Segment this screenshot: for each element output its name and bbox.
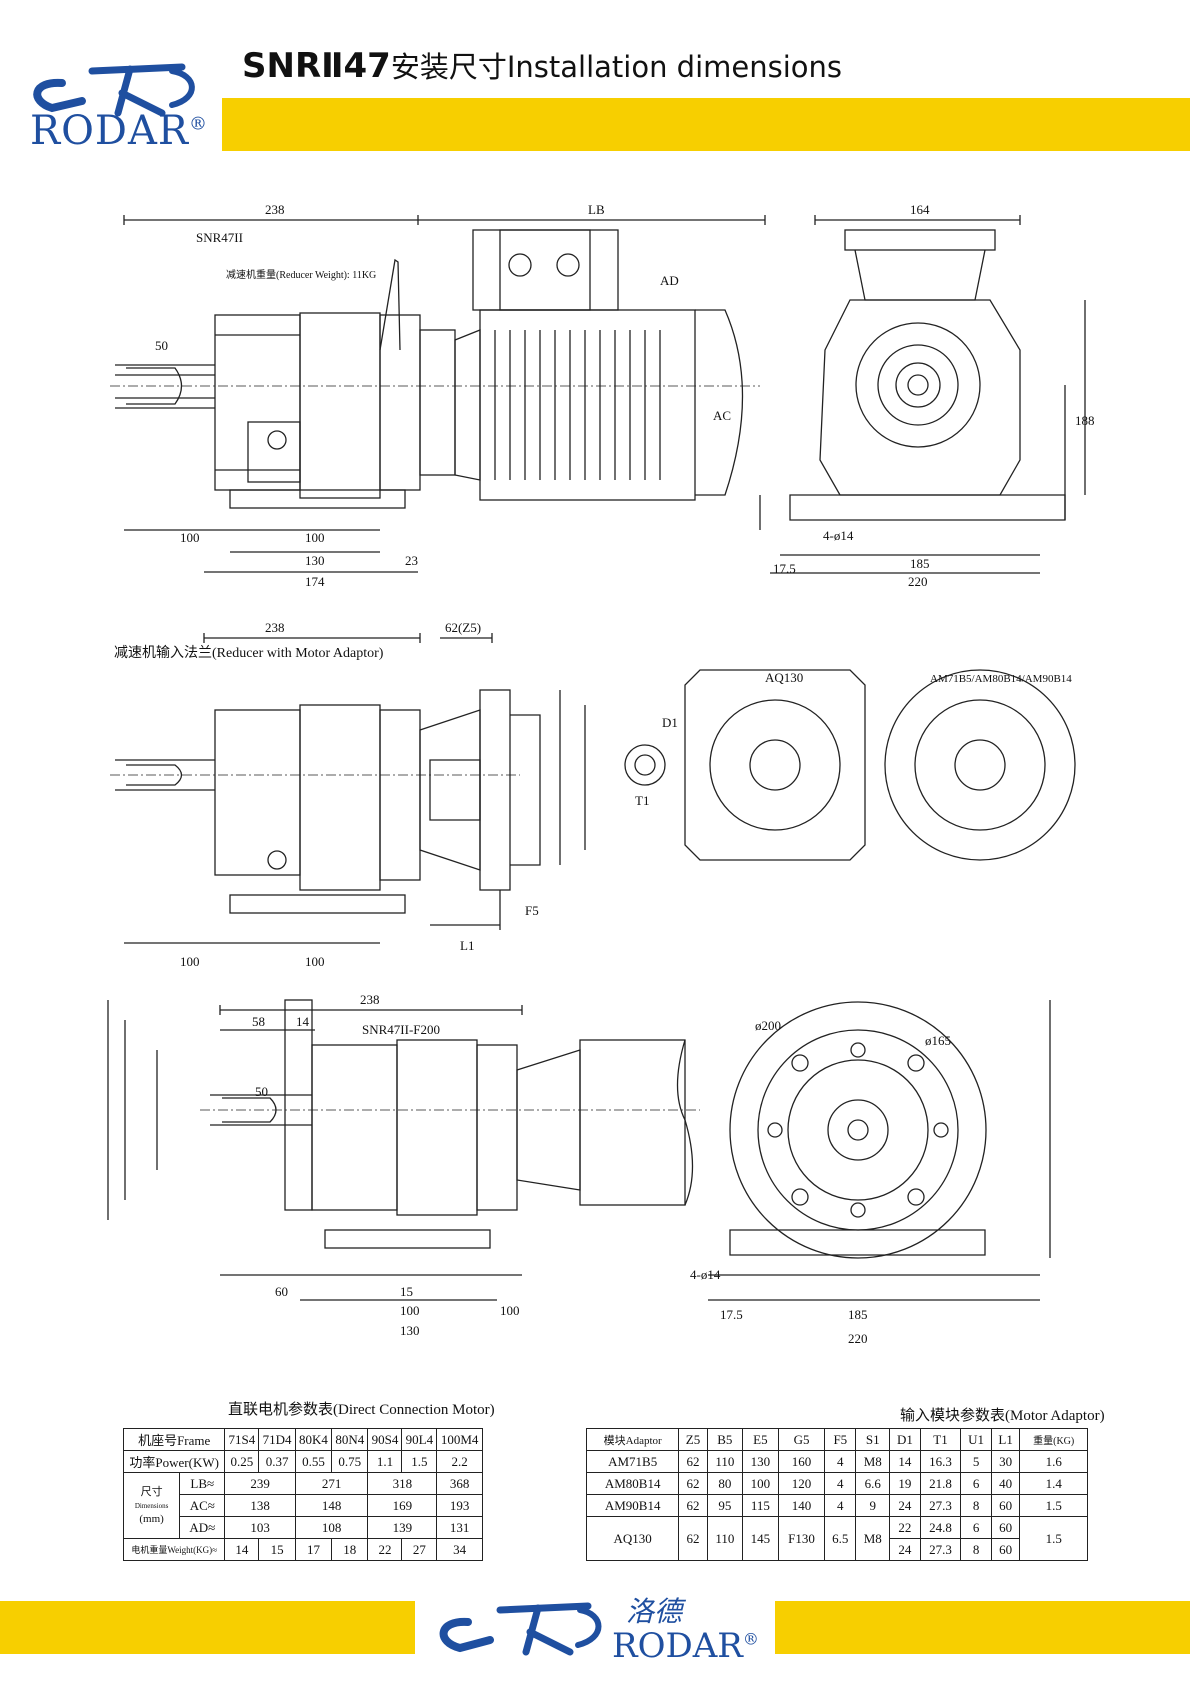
dim3-50: 50 bbox=[255, 1084, 268, 1099]
dim3-23: 100 bbox=[500, 1303, 520, 1318]
rodar-logo-icon bbox=[33, 63, 195, 117]
dim3-185: 185 bbox=[848, 1307, 868, 1322]
dim-100-b: 100 bbox=[305, 530, 325, 545]
footer-brand-wordmark: RODAR® bbox=[612, 1626, 759, 1666]
dim3-ø200: ø200 bbox=[755, 1018, 781, 1033]
table-row: 24 27.3 8 60 bbox=[587, 1538, 1088, 1561]
drawing-motor-adaptor bbox=[110, 633, 1076, 944]
adaptor-aq130-label: AQ130 bbox=[765, 670, 803, 685]
dim2-238: 238 bbox=[265, 620, 285, 635]
adaptor-table-caption: 输入模块参数表(Motor Adaptor) bbox=[900, 1408, 1105, 1424]
dim3-ø165: ø165 bbox=[925, 1033, 951, 1048]
dim-164: 164 bbox=[910, 202, 930, 217]
dim2-100-b: 100 bbox=[305, 954, 325, 969]
dim-17.5: 17.5 bbox=[773, 561, 796, 576]
dim-188: 188 bbox=[1075, 413, 1095, 428]
dim3-100-a: 60 bbox=[275, 1284, 288, 1299]
dim-185: 185 bbox=[910, 556, 930, 571]
dim-238: 238 bbox=[265, 202, 285, 217]
dim-220: 220 bbox=[908, 574, 928, 589]
dim-174: 174 bbox=[305, 574, 325, 589]
installation-drawings: 238 LB 164 SNR47II 减速机重量(Reducer Weight)… bbox=[107, 202, 1095, 1346]
brand-wordmark: RODAR® bbox=[30, 108, 208, 154]
page-title: SNRⅡ47安装尺寸Installation dimensions bbox=[242, 46, 843, 86]
drawing3-label: SNR47II-F200 bbox=[362, 1022, 440, 1037]
dim3-220: 220 bbox=[848, 1331, 868, 1346]
dim-4-ø14: 4-ø14 bbox=[823, 528, 854, 543]
table-row: 尺寸 Dimensions (mm) LB≈ 239 271 318 368 bbox=[122, 1472, 483, 1539]
dim3-174: 130 bbox=[400, 1323, 420, 1338]
table-row: AQ130 62 110 145 F130 6.5 M8 22 24.8 6 6… bbox=[585, 1516, 1088, 1561]
footer-bar-right bbox=[775, 1601, 1190, 1654]
dim-100-a: 100 bbox=[180, 530, 200, 545]
drawing2-caption: 减速机输入法兰(Reducer with Motor Adaptor) bbox=[114, 646, 384, 661]
motor-table-caption: 直联电机参数表(Direct Connection Motor) bbox=[228, 1402, 495, 1418]
footer-cn-brand: 洛德 bbox=[626, 1595, 683, 1628]
dim-ad: AD bbox=[660, 273, 679, 288]
dim2-d1: D1 bbox=[662, 715, 678, 730]
dim2-62z5: 62(Z5) bbox=[445, 620, 481, 635]
dim3-17.5: 17.5 bbox=[720, 1307, 743, 1322]
dim2-f5: F5 bbox=[525, 903, 539, 918]
drawing-side-view bbox=[110, 215, 1086, 574]
dim-lb: LB bbox=[588, 202, 605, 217]
dim3-238: 238 bbox=[360, 992, 380, 1007]
footer-logo-icon bbox=[439, 1602, 602, 1656]
header-accent-bar bbox=[222, 98, 1190, 151]
dim-23: 23 bbox=[405, 553, 418, 568]
adaptor-am-label: AM71B5/AM80B14/AM90B14 bbox=[930, 673, 1072, 685]
dim2-t1: T1 bbox=[635, 793, 649, 808]
dim3-4-ø14: 4-ø14 bbox=[690, 1267, 721, 1282]
dim3-58: 58 bbox=[252, 1014, 265, 1029]
dim-ac: AC bbox=[713, 408, 731, 423]
drawing1-label: SNR47II bbox=[196, 230, 243, 245]
dim-50: 50 bbox=[155, 338, 168, 353]
dim3-100-b: 15 bbox=[400, 1284, 413, 1299]
footer-bar-left bbox=[0, 1601, 415, 1654]
dim-130: 130 bbox=[305, 553, 325, 568]
dim2-100-a: 100 bbox=[180, 954, 200, 969]
dim2-l1: L1 bbox=[460, 938, 474, 953]
dim3-130: 100 bbox=[400, 1303, 420, 1318]
drawing1-weight: 减速机重量(Reducer Weight): 11KG bbox=[226, 268, 376, 281]
drawing-flange-mount bbox=[107, 999, 1051, 1301]
dim3-14: 14 bbox=[296, 1014, 310, 1029]
